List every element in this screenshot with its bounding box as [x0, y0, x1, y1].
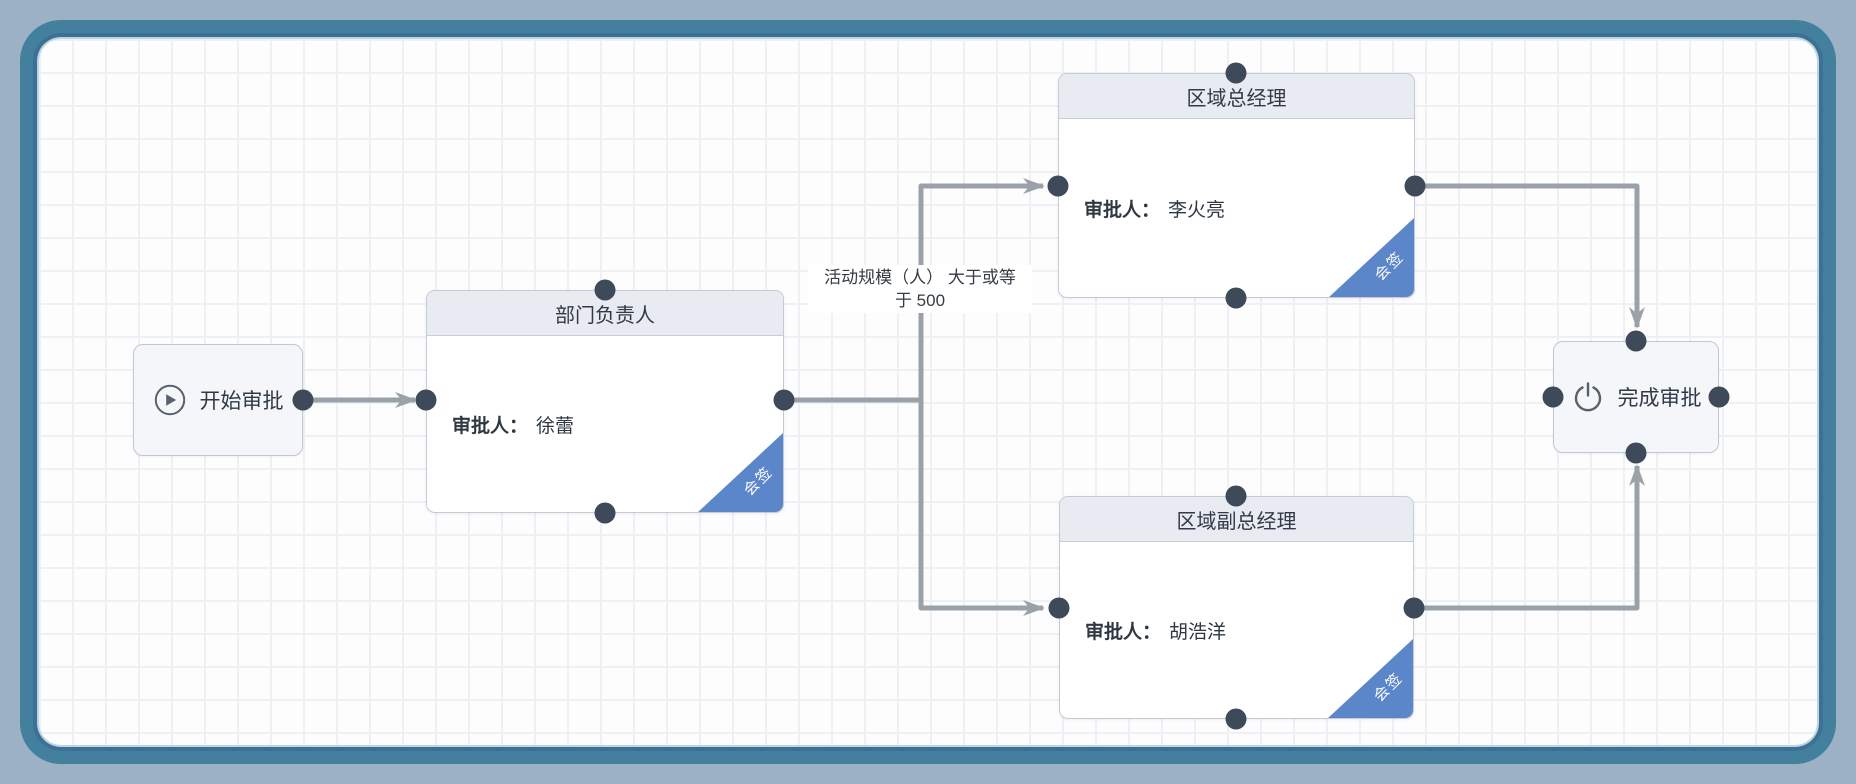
start-node-label: 开始审批	[199, 390, 284, 413]
end-node-label: 完成审批	[1617, 387, 1702, 410]
flow-canvas[interactable]	[39, 39, 1817, 745]
node-body: 审批人： 李火亮 会签	[1059, 119, 1414, 297]
node-title: 区域总经理	[1059, 74, 1414, 119]
approver-label: 审批人：	[1085, 622, 1162, 643]
node-title: 部门负责人	[427, 291, 783, 336]
edge-condition-label[interactable]: 活动规模（人） 大于或等 于 500	[808, 265, 1032, 313]
approver-label: 审批人：	[1084, 200, 1161, 221]
countersign-badge-label: 会签	[1371, 248, 1408, 285]
start-node[interactable]: 开始审批	[133, 344, 303, 456]
approver-name: 胡浩洋	[1169, 622, 1227, 643]
task-node-regional-gm[interactable]: 区域总经理 审批人： 李火亮 会签	[1058, 73, 1415, 298]
approver-label: 审批人：	[452, 416, 529, 437]
node-title: 区域副总经理	[1060, 497, 1413, 542]
task-node-department-head[interactable]: 部门负责人 审批人： 徐蕾 会签	[426, 290, 784, 513]
task-node-regional-deputy-gm[interactable]: 区域副总经理 审批人： 胡浩洋 会签	[1059, 496, 1414, 719]
edge-condition-line1: 活动规模（人） 大于或等	[824, 268, 1016, 287]
power-icon	[1574, 382, 1601, 412]
countersign-badge-label: 会签	[1370, 669, 1407, 706]
end-node[interactable]: 完成审批	[1553, 341, 1719, 453]
countersign-badge: 会签	[697, 433, 783, 512]
node-body: 审批人： 胡浩洋 会签	[1060, 542, 1413, 718]
countersign-badge: 会签	[1328, 218, 1414, 297]
edge-condition-line2: 于 500	[894, 291, 946, 310]
node-body: 审批人： 徐蕾 会签	[427, 336, 783, 512]
countersign-badge-label: 会签	[740, 463, 777, 500]
approver-name: 徐蕾	[536, 416, 575, 437]
countersign-badge: 会签	[1327, 639, 1413, 718]
approver-name: 李火亮	[1168, 200, 1226, 221]
play-icon	[154, 384, 185, 416]
